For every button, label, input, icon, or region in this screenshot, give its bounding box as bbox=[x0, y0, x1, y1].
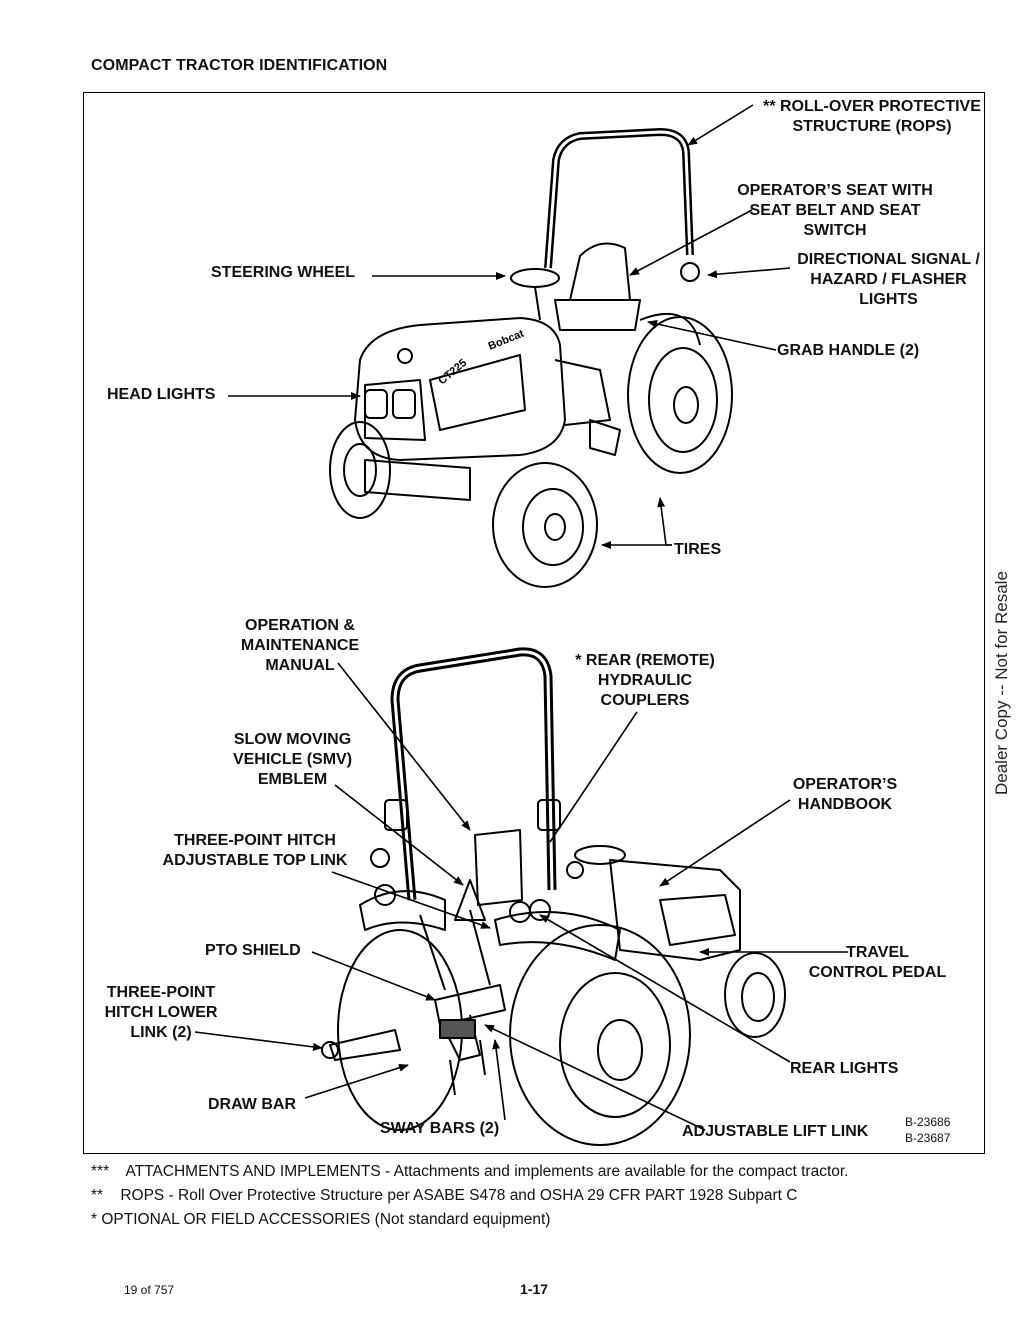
diagram-frame bbox=[83, 92, 985, 1154]
rear-view-front-tire bbox=[724, 952, 786, 1038]
label-travel-pedal: TRAVEL CONTROL PEDAL bbox=[808, 944, 947, 981]
label-lift-link: ADJUSTABLE LIFT LINK bbox=[682, 1123, 869, 1140]
hood bbox=[354, 317, 566, 461]
front-tractor-illustration bbox=[329, 128, 733, 588]
page-number: 1-17 bbox=[520, 1281, 549, 1297]
label-pto-shield: PTO SHIELD bbox=[205, 942, 301, 959]
watermark: Dealer Copy -- Not for Resale bbox=[992, 571, 1011, 795]
steering-wheel bbox=[510, 268, 560, 288]
label-top-link: THREE-POINT HITCH ADJUSTABLE TOP LINK bbox=[162, 832, 348, 869]
label-sway-bars: SWAY BARS (2) bbox=[380, 1120, 500, 1137]
rear-tractor-illustration bbox=[321, 647, 786, 1146]
note-rops: ** ROPS - Roll Over Protective Structure… bbox=[91, 1184, 849, 1208]
directional-light-icon bbox=[680, 262, 700, 282]
label-grab-handle: GRAB HANDLE (2) bbox=[777, 342, 920, 359]
label-steering-wheel: STEERING WHEEL bbox=[211, 264, 356, 281]
note-text: ROPS - Roll Over Protective Structure pe… bbox=[120, 1187, 798, 1204]
operator-seat bbox=[569, 242, 631, 301]
label-directional-signal: DIRECTIONAL SIGNAL / HAZARD / FLASHER LI… bbox=[797, 251, 980, 308]
leader-lines bbox=[194, 104, 848, 1131]
figure-ids: B-23686 B-23687 bbox=[905, 1115, 951, 1145]
note-text: OPTIONAL OR FIELD ACCESSORIES (Not stand… bbox=[101, 1211, 551, 1228]
label-operators-seat: OPERATOR’S SEAT WITH SEAT BELT AND SEAT … bbox=[737, 182, 933, 239]
label-operators-handbook: OPERATOR’S HANDBOOK bbox=[792, 776, 898, 813]
label-tires: TIRES bbox=[674, 541, 722, 558]
footnotes: *** ATTACHMENTS AND IMPLEMENTS - Attachm… bbox=[91, 1160, 849, 1232]
label-lower-link: THREE-POINT HITCH LOWER LINK (2) bbox=[104, 984, 218, 1041]
note-optional: * OPTIONAL OR FIELD ACCESSORIES (Not sta… bbox=[91, 1208, 849, 1232]
rear-light-right-icon bbox=[509, 901, 531, 923]
note-attachments: *** ATTACHMENTS AND IMPLEMENTS - Attachm… bbox=[91, 1160, 849, 1184]
label-head-lights: HEAD LIGHTS bbox=[107, 386, 216, 403]
note-mark: ** bbox=[91, 1187, 104, 1204]
brand-decal: Bobcat bbox=[487, 328, 526, 353]
label-operation-manual: OPERATION & MAINTENANCE MANUAL bbox=[240, 617, 360, 674]
front-left-tire bbox=[329, 421, 391, 519]
note-text: ATTACHMENTS AND IMPLEMENTS - Attachments… bbox=[125, 1163, 849, 1180]
three-point-hitch bbox=[434, 984, 506, 1026]
front-right-tire bbox=[492, 462, 598, 588]
smv-emblem bbox=[454, 879, 486, 921]
label-draw-bar: DRAW BAR bbox=[208, 1096, 296, 1113]
model-decal: CT225 bbox=[436, 357, 469, 387]
page-count: 19 of 757 bbox=[124, 1283, 175, 1297]
note-mark: * bbox=[91, 1211, 98, 1228]
page-title: COMPACT TRACTOR IDENTIFICATION bbox=[91, 57, 388, 74]
rear-right-tire-large bbox=[509, 924, 691, 1146]
label-rear-couplers: * REAR (REMOTE) HYDRAULIC COUPLERS bbox=[575, 652, 715, 709]
rops-frame bbox=[544, 128, 694, 269]
label-rops: ** ROLL-OVER PROTECTIVE STRUCTURE (ROPS) bbox=[763, 98, 981, 135]
label-rear-lights: REAR LIGHTS bbox=[790, 1060, 899, 1077]
rear-rops-frame bbox=[390, 647, 557, 901]
note-mark: *** bbox=[91, 1163, 110, 1180]
label-smv-emblem: SLOW MOVING VEHICLE (SMV) EMBLEM bbox=[232, 731, 353, 788]
rear-seat bbox=[474, 829, 523, 906]
